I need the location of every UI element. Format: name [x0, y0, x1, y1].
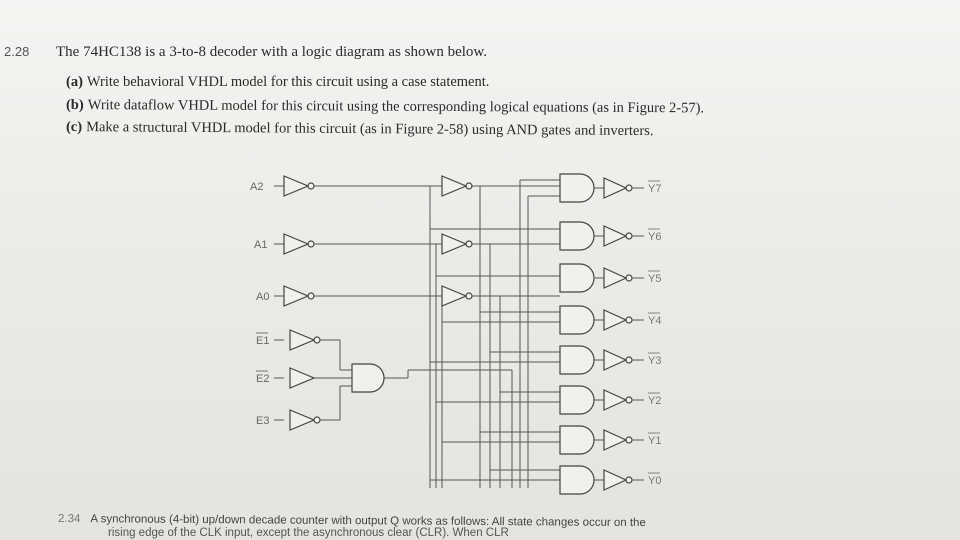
next-problem-line2: rising edge of the CLK input, except the…	[108, 527, 509, 539]
input-label-a2: A2	[250, 181, 263, 193]
output-label-y4: Y4	[648, 315, 661, 327]
input-label-e3: E3	[256, 415, 269, 427]
part-a-label: (a)	[66, 74, 83, 90]
input-label-e1: E1	[256, 335, 269, 347]
output-label-y1: Y1	[648, 435, 661, 447]
output-label-y5: Y5	[648, 273, 661, 285]
output-label-y0: Y0	[648, 475, 661, 487]
problem-stem: The 74HC138 is a 3-to-8 decoder with a l…	[56, 44, 488, 60]
output-label-y6: Y6	[648, 231, 661, 243]
output-label-y2: Y2	[648, 395, 661, 407]
output-label-y3: Y3	[648, 355, 661, 367]
input-label-a0: A0	[256, 291, 269, 303]
input-label-a1: A1	[254, 239, 267, 251]
part-a-text: Write behavioral VHDL model for this cir…	[86, 74, 490, 90]
part-a: (a)Write behavioral VHDL model for this …	[66, 74, 489, 91]
input-label-e2: E2	[256, 373, 269, 385]
problem-number: 2.28	[4, 44, 30, 59]
output-label-y7: Y7	[648, 183, 661, 195]
next-problem-number: 2.34	[57, 513, 81, 526]
